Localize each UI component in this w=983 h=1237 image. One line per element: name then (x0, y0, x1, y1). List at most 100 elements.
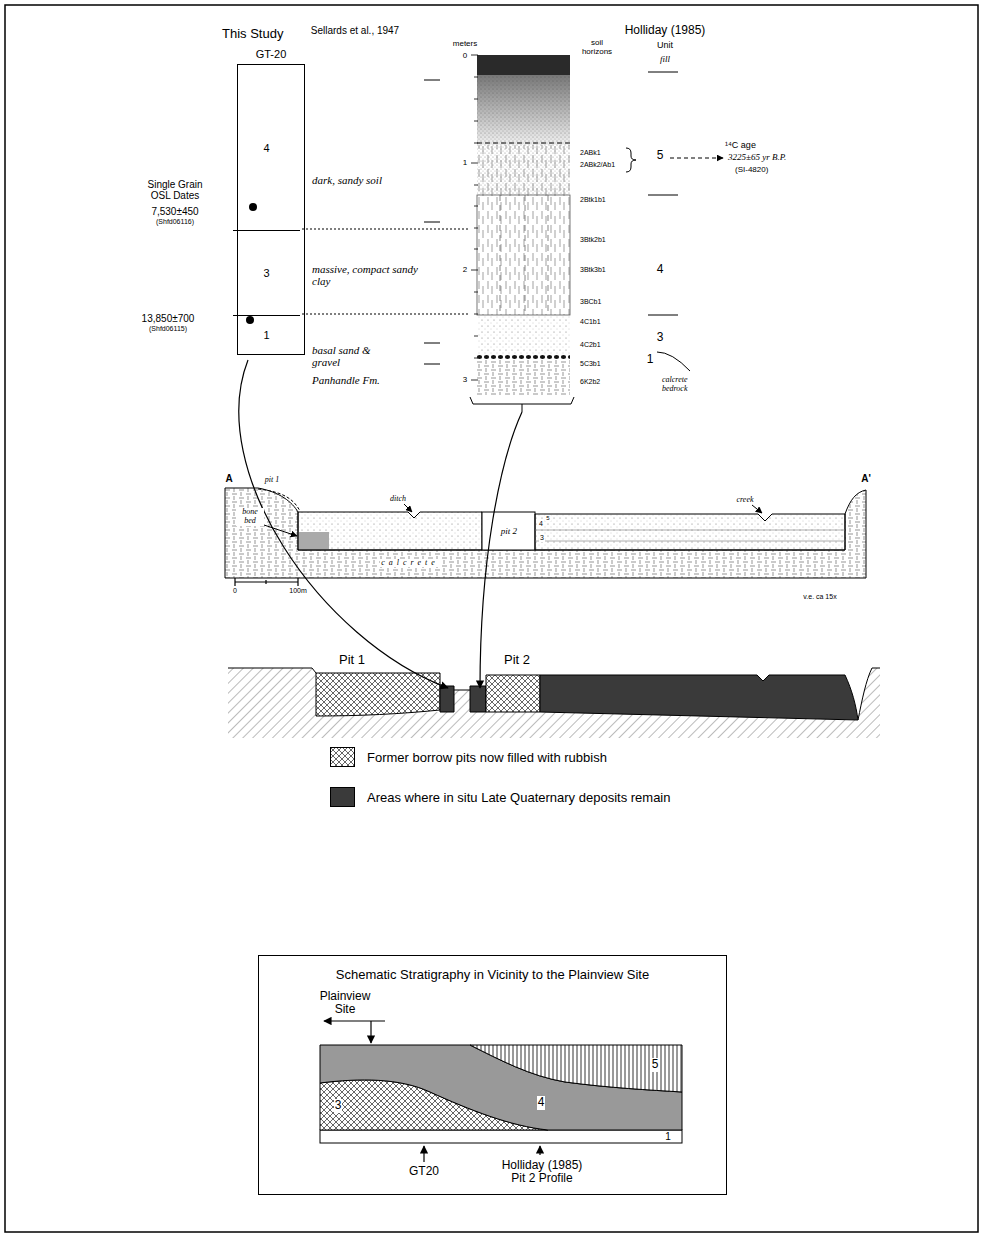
column-title: Unit (657, 41, 673, 51)
unit-band (470, 1045, 682, 1092)
profile-label: Holliday (1985) Pit 2 Profile (496, 1159, 588, 1185)
section-end: A' (861, 473, 871, 484)
horizon-boundary (477, 143, 570, 144)
layer-label: massive, compact sandy clay (312, 263, 422, 287)
heading-label: This Study (222, 27, 283, 41)
sample-code: (SI-4820) (735, 166, 768, 175)
unit-band (320, 1045, 682, 1130)
calcrete-bedrock (225, 488, 866, 578)
date-arrow (670, 158, 723, 159)
bedrock-hatch (228, 668, 880, 738)
boundary-dash (424, 80, 440, 364)
in-situ-deposit (540, 675, 858, 720)
pointer-arrow (324, 1020, 385, 1021)
layer-label: calcrete (380, 559, 439, 568)
unit-label: calcrete bedrock (662, 376, 707, 394)
legend-row: Former borrow pits now filled with rubbi… (330, 747, 607, 767)
unit-number: 4 (537, 1096, 546, 1109)
tick-label: 1 (463, 159, 467, 168)
unit-number: 5 (651, 1058, 660, 1071)
unit-number: 1 (664, 1131, 672, 1142)
link-curve (239, 360, 448, 688)
fill-body (298, 512, 482, 550)
unit-number: 3 (657, 331, 664, 344)
horizon-label: 6K2b2 (580, 378, 600, 386)
feature-label: creek (736, 496, 753, 505)
profile-label: GT20 (409, 1165, 439, 1178)
unit-number: 1 (233, 328, 300, 341)
legend-swatch (330, 747, 355, 767)
sample-dot (249, 203, 257, 211)
unit-boundary (648, 72, 678, 315)
site-label: Plainview Site (310, 990, 380, 1016)
tick-label: 3 (463, 376, 467, 385)
bone-bed (299, 532, 329, 549)
unit-label: fill (660, 55, 670, 65)
figure-frame (5, 5, 978, 1232)
axis-title: meters (453, 40, 477, 49)
unit-box: 3 (233, 230, 300, 315)
legend-text: Former borrow pits now filled with rubbi… (367, 750, 607, 765)
horizon-label: 4C2b1 (580, 341, 601, 349)
unit-number: 3 (233, 267, 300, 280)
profile-bracket (470, 397, 574, 412)
pit-label: Pit 2 (504, 653, 530, 667)
tick-label: 0 (463, 52, 467, 61)
scale-label: 0 (233, 587, 237, 595)
fill-body (535, 514, 845, 550)
horizon-label: 2ABk1 (580, 149, 601, 157)
layer-label: basal sand & gravel (312, 344, 392, 368)
unit-number: 3 (539, 534, 545, 542)
unit-box: 1 (233, 315, 300, 353)
link-curve (480, 412, 522, 688)
layer-lines (535, 530, 845, 541)
column-box: 431GT-20 (237, 64, 305, 355)
tick-label: 2 (463, 266, 467, 275)
sample-code: (Shfd06116) (156, 218, 194, 226)
unit-number: 1 (647, 353, 654, 366)
correlation-line (302, 229, 470, 314)
horizon-label: 2ABk2/Ab1 (580, 161, 615, 169)
pit-label: Pit 1 (339, 653, 365, 667)
layer-label: dark, sandy soil (312, 174, 382, 186)
btk-layer (477, 145, 570, 315)
horizon-label: 3Btk2b1 (580, 236, 606, 244)
feature-label: ditch (390, 495, 406, 504)
calcrete-layer (477, 360, 570, 395)
unit-number: 5 (657, 149, 664, 162)
date-value: 3225±65 yr B.P. (728, 153, 786, 163)
leader-arrow (752, 505, 762, 513)
source-label: Holliday (1985) (625, 24, 706, 37)
leader-arrow (261, 524, 297, 536)
frame-title: Schematic Stratigraphy in Vicinity to th… (259, 956, 726, 983)
column-title: GT-20 (238, 48, 304, 61)
feature-label: bone bed (236, 508, 264, 526)
sample-dot (246, 316, 254, 324)
legend-row: Areas where in situ Late Quaternary depo… (330, 787, 671, 807)
pointer-arrow (539, 1146, 540, 1155)
date-value: 13,850±700 (142, 313, 195, 324)
brace (626, 148, 636, 172)
borrow-pit (316, 673, 440, 716)
legend-swatch (330, 787, 355, 807)
unit-band (320, 1130, 682, 1143)
horizon-label: 5C3b1 (580, 360, 601, 368)
source-label: Sellards et al., 1947 (311, 25, 399, 36)
unit-bracket (657, 352, 690, 371)
pit-gap (482, 512, 535, 550)
horizon-label: 3Btk3b1 (580, 266, 606, 274)
unit-box: 4 (233, 65, 300, 230)
horizon-label: 4C1b1 (580, 318, 601, 326)
unit-number: 5 (545, 515, 550, 522)
column-title: soil horizons (577, 39, 617, 57)
sample-code: (Shfd06115) (149, 325, 187, 333)
depth-ticks (471, 55, 478, 380)
feature-label: pit 1 (265, 476, 279, 485)
leader-arrow (404, 504, 412, 512)
pit-outline (258, 489, 300, 511)
fill-layer (477, 55, 570, 75)
borrow-pit (486, 675, 540, 712)
horizon-label: 2Btk1b1 (580, 196, 606, 204)
scale-label: 100m (289, 587, 307, 595)
